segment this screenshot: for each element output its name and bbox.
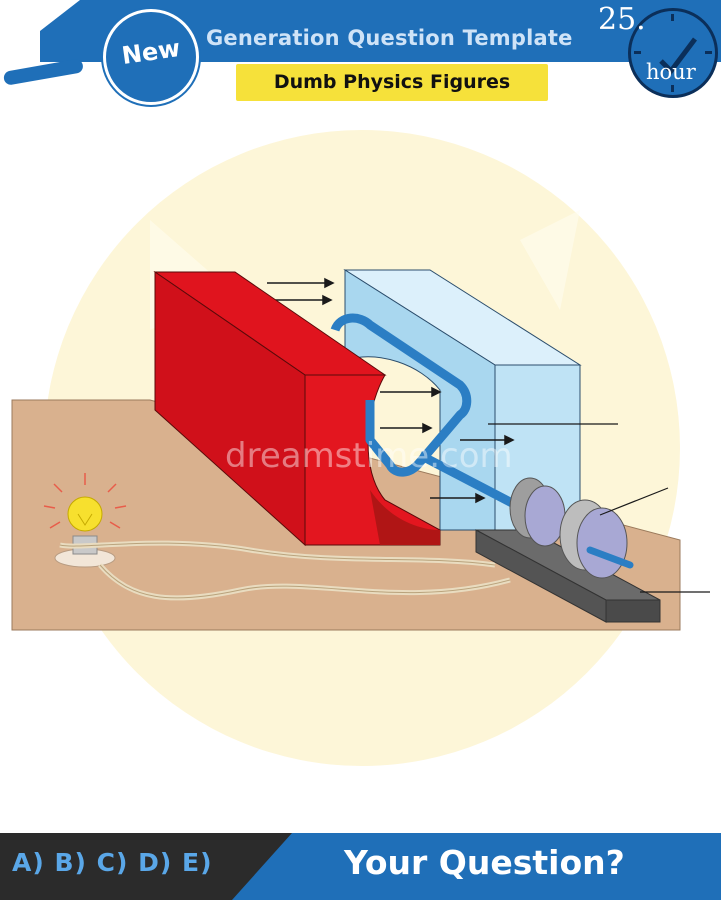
coil-loop — [330, 313, 472, 477]
clock-checkmark-icon — [634, 14, 712, 92]
header-corner — [0, 0, 80, 62]
new-badge-label: New — [120, 34, 182, 70]
header-title: Generation Question Template — [206, 26, 573, 50]
clock-icon — [628, 8, 718, 98]
watermark: dreamstime.com — [225, 436, 513, 476]
answer-options: A) B) C) D) E) — [12, 848, 213, 877]
clock-number: 25. — [598, 2, 646, 37]
brush-base — [475, 529, 661, 623]
generator-diagram: dreamstime.com — [11, 130, 710, 766]
wire-lower-outline — [99, 564, 511, 599]
magnifier-handle-icon — [2, 58, 85, 86]
background-ray — [520, 210, 580, 310]
label-lines — [488, 423, 710, 593]
clock-unit: hour — [646, 60, 696, 84]
wire-upper-outline — [59, 542, 496, 566]
subtitle-text: Dumb Physics Figures — [273, 71, 511, 93]
subtitle-bar: Dumb Physics Figures — [236, 64, 548, 101]
new-badge: New — [103, 9, 199, 105]
slip-rings — [509, 477, 634, 579]
question-text: Your Question? — [344, 843, 625, 882]
footer-question-bar — [232, 833, 721, 900]
magnet-red — [153, 271, 441, 547]
